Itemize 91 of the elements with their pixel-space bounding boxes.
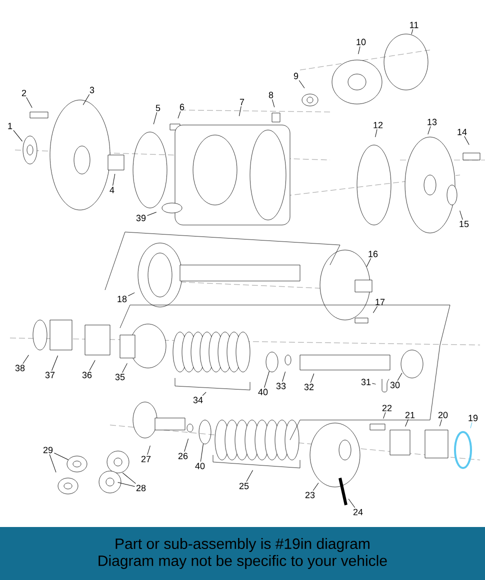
leader-line <box>112 174 116 186</box>
leader-line <box>200 443 204 462</box>
leader-line <box>26 97 32 108</box>
callout-number: 28 <box>136 484 146 492</box>
leader-line <box>405 419 408 427</box>
leader-line <box>22 354 29 364</box>
leader-line <box>54 452 68 460</box>
callout-number: 2 <box>22 90 26 96</box>
bracket <box>174 378 250 390</box>
callout-number: 13 <box>428 118 437 126</box>
callout-number: 4 <box>110 186 114 194</box>
callout-number: 40 <box>258 388 268 396</box>
callout-number: 30 <box>390 382 400 388</box>
leader-line <box>358 46 360 54</box>
leader-line <box>153 112 158 124</box>
callout-number: 11 <box>410 22 418 28</box>
callout-number: 17 <box>376 298 385 306</box>
callout-number: 23 <box>305 492 315 498</box>
leader-line <box>460 210 463 220</box>
leader-line <box>375 129 378 138</box>
leader-line <box>310 373 314 383</box>
leader-line <box>147 445 150 455</box>
leader-line <box>52 355 58 371</box>
bracket <box>212 454 300 468</box>
callout-number: 6 <box>180 104 184 110</box>
callout-number: 12 <box>374 122 383 128</box>
callout-number: 14 <box>458 128 467 136</box>
callout-number: 1 <box>8 122 12 130</box>
leader-line <box>428 126 431 135</box>
leader-line <box>348 498 356 508</box>
callout-number: 16 <box>368 250 378 258</box>
ring <box>266 352 278 372</box>
callout-number: 35 <box>115 374 125 380</box>
leader-line <box>411 29 414 34</box>
callout-number: 15 <box>460 220 469 228</box>
leader-line <box>264 370 270 388</box>
callout-number: 40 <box>195 462 205 470</box>
leader-line <box>118 482 136 487</box>
callout-number: 36 <box>82 372 92 378</box>
banner: Part or sub-assembly is #19in diagram Diagram may not be specific to your vehicle <box>0 527 485 580</box>
callout-number: 25 <box>239 482 249 490</box>
callout-number: 7 <box>240 98 244 106</box>
leader-line <box>312 482 319 491</box>
callout-number: 34 <box>193 396 203 404</box>
leader-line <box>128 292 135 296</box>
leader-line <box>366 258 372 267</box>
callout-number: 9 <box>294 72 298 80</box>
leader-line <box>439 419 442 426</box>
leader-line <box>298 80 305 88</box>
leader-line <box>202 392 206 396</box>
leader-line <box>122 472 136 484</box>
leader-line <box>82 94 90 106</box>
callout-number: 38 <box>15 364 25 372</box>
callout-number: 26 <box>178 452 188 460</box>
leader-line <box>184 438 189 452</box>
callout-number: 8 <box>268 92 274 98</box>
callout-number: 3 <box>90 86 94 94</box>
callout-number: 29 <box>43 446 53 454</box>
pin-drawing <box>382 378 390 392</box>
callout-number: 19 <box>468 414 478 422</box>
leader-line <box>372 306 378 314</box>
ring <box>66 456 88 472</box>
callout-number: 31 <box>361 378 371 386</box>
leader-line <box>272 99 275 108</box>
callout-number: 27 <box>141 456 151 462</box>
leader-line <box>89 360 96 371</box>
leader-line <box>282 371 286 382</box>
leader-line <box>246 470 254 482</box>
leader-line <box>178 111 181 119</box>
ring <box>198 420 212 444</box>
callout-number: 37 <box>45 372 55 378</box>
callout-number: 18 <box>118 296 127 302</box>
callout-number: 5 <box>156 104 160 112</box>
callout-number: 20 <box>438 412 448 418</box>
callout-number: 24 <box>353 508 363 516</box>
leader-line <box>49 454 56 473</box>
leader-line <box>383 412 386 419</box>
callout-number: 39 <box>136 214 146 222</box>
leader-line <box>464 136 470 146</box>
leader-line <box>397 372 402 381</box>
leader-line <box>238 106 242 116</box>
callout-number: 22 <box>382 404 392 412</box>
leader-line <box>122 363 128 373</box>
callout-number: 32 <box>304 384 314 390</box>
leader-line <box>146 212 157 216</box>
leader-line <box>372 383 376 384</box>
callout-number: 21 <box>405 412 415 418</box>
callout-number: 33 <box>276 382 286 390</box>
leader-line <box>470 422 472 428</box>
leader-line <box>13 130 23 142</box>
callout-number: 10 <box>356 38 366 46</box>
